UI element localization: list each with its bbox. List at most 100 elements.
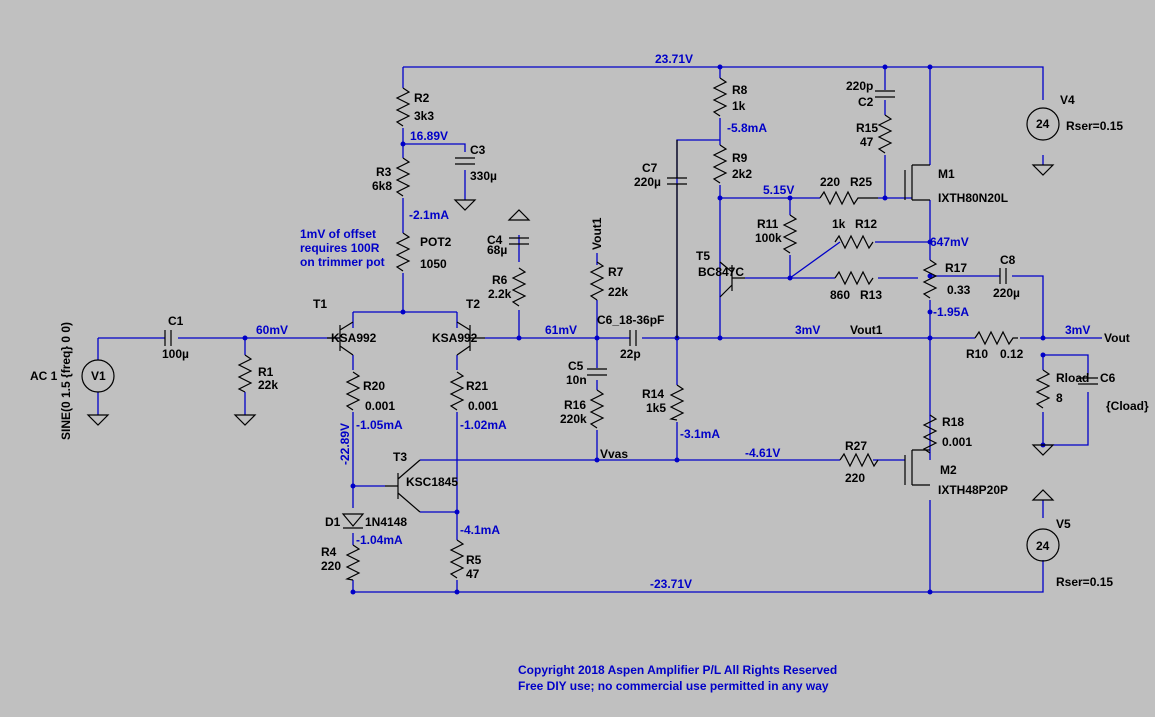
V4-name: V4	[1060, 93, 1075, 107]
T1-name: T1	[313, 297, 327, 311]
Rload-name: Rload	[1056, 371, 1089, 385]
current-label-1mA05: -1.05mA	[356, 418, 403, 432]
V1-name: V1	[91, 369, 106, 383]
C4-name: C4	[487, 233, 503, 247]
net-label-vvas: Vvas	[600, 447, 628, 461]
R16-value: 220k	[560, 412, 587, 426]
current-label-5mA8: -5.8mA	[727, 121, 767, 135]
R4-name: R4	[321, 545, 337, 559]
R15-value: 47	[860, 135, 874, 149]
net-label-vout1: Vout1	[850, 323, 883, 337]
C4-value: 68µ	[487, 243, 507, 257]
C8-value: 220µ	[993, 286, 1020, 300]
R16-symbol	[589, 389, 605, 429]
R25-symbol	[819, 190, 878, 206]
R7-name: R7	[608, 265, 624, 279]
R12-symbol	[834, 234, 874, 250]
junction-dots	[242, 64, 1046, 595]
offset-note-line1: 1mV of offset	[300, 227, 376, 241]
R17-value: 0.33	[947, 283, 971, 297]
R14-value: 1k5	[646, 401, 666, 415]
V1-circle	[81, 359, 115, 393]
Rload-symbol	[1035, 369, 1051, 409]
C6-value: {Cload}	[1106, 399, 1149, 413]
R12-name: R12	[855, 217, 877, 231]
T1-symbol	[327, 321, 354, 356]
R4-symbol	[345, 544, 361, 581]
R11-value: 100k	[755, 231, 782, 245]
R5-symbol	[449, 539, 465, 579]
C6-18-name: C6_18-36pF	[597, 313, 664, 327]
R6-symbol	[511, 267, 527, 307]
labels: 23.71V -23.71V 16.89V -2.1mA 60mV 61mV -…	[30, 52, 1149, 693]
R10-symbol	[974, 330, 1018, 346]
R11-symbol	[782, 214, 798, 254]
capacitor-symbols	[164, 90, 1098, 385]
C5-symbol	[587, 368, 607, 376]
C6-18-value: 22p	[620, 347, 641, 361]
current-label-4mA1: -4.1mA	[460, 523, 500, 537]
copyright-line2: Free DIY use; no commercial use permitte…	[518, 679, 829, 693]
T2-symbol	[456, 321, 485, 356]
node-label-3mV-b: 3mV	[1065, 323, 1090, 337]
R18-symbol	[922, 414, 938, 454]
POT2-name: POT2	[420, 235, 452, 249]
R8-value: 1k	[732, 99, 746, 113]
R13-symbol	[834, 270, 874, 286]
R21-value: 0.001	[468, 399, 498, 413]
current-label-2mA1: -2.1mA	[409, 208, 449, 222]
R5-value: 47	[466, 567, 480, 581]
node-label-vminus: -23.71V	[650, 577, 692, 591]
node-label-5v15: 5.15V	[763, 183, 794, 197]
T3-value: KSC1845	[406, 475, 458, 489]
R8-name: R8	[732, 83, 748, 97]
V5-value: 24	[1036, 539, 1050, 553]
D1-symbol	[341, 513, 365, 529]
copyright-line1: Copyright 2018 Aspen Amplifier P/L All R…	[518, 663, 837, 677]
R10-name: R10	[966, 347, 988, 361]
V4-rser: Rser=0.15	[1066, 119, 1123, 133]
R15-symbol	[877, 114, 893, 154]
C5-value: 10n	[566, 373, 587, 387]
T5-name: T5	[696, 249, 710, 263]
R12-value: 1k	[832, 217, 846, 231]
R1-symbol	[237, 354, 253, 393]
C8-symbol	[999, 268, 1007, 284]
V5-circle	[1026, 528, 1060, 562]
R9-name: R9	[732, 151, 748, 165]
R14-symbol	[669, 384, 685, 421]
R9-value: 2k2	[732, 167, 752, 181]
Rload-value: 8	[1056, 391, 1063, 405]
C2-value: 220p	[846, 79, 873, 93]
C6-symbol	[1078, 377, 1098, 385]
C7-name: C7	[642, 161, 658, 175]
M1-name: M1	[938, 167, 955, 181]
resistor-symbols	[237, 77, 1051, 581]
V5-rser: Rser=0.15	[1056, 575, 1113, 589]
R13-name: R13	[860, 288, 882, 302]
R18-name: R18	[942, 415, 964, 429]
D1-value: 1N4148	[365, 515, 407, 529]
C7-symbol	[667, 140, 687, 338]
node-label-minus4v61: -4.61V	[745, 446, 780, 460]
R3-name: R3	[376, 165, 392, 179]
R27-name: R27	[845, 439, 867, 453]
T2-value: KSA992	[432, 331, 478, 345]
C1-value: 100µ	[162, 347, 189, 361]
node-label-minus22v89: -22.89V	[338, 423, 352, 465]
net-label-vout: Vout	[1104, 331, 1130, 345]
current-label-1mA04: -1.04mA	[356, 533, 403, 547]
R6-value: 2.2k	[488, 287, 512, 301]
node-label-647mV: 647mV	[930, 235, 969, 249]
current-label-1mA02: -1.02mA	[460, 418, 507, 432]
POT2-value: 1050	[420, 257, 447, 271]
R14-name: R14	[642, 387, 664, 401]
V1-ac: AC 1	[30, 369, 58, 383]
current-label-1A95: -1.95A	[933, 305, 969, 319]
V4-value: 24	[1036, 117, 1050, 131]
C3-symbol	[455, 157, 475, 165]
R10-value: 0.12	[1000, 347, 1024, 361]
R3-value: 6k8	[372, 179, 392, 193]
C6-18-36pF-symbol	[629, 330, 637, 346]
R8-symbol	[712, 77, 728, 117]
